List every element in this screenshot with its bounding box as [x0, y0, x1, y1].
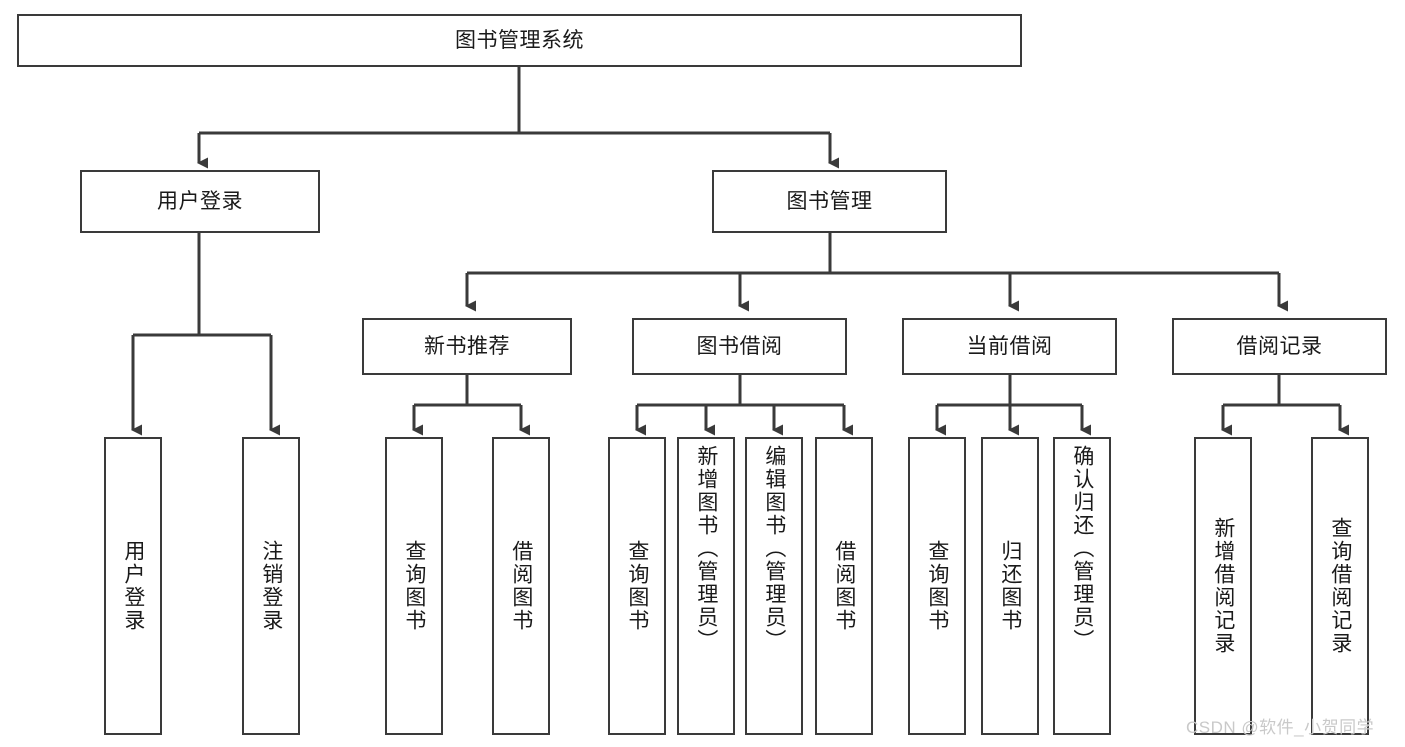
leaf-add-book[interactable]: 新增图书（管理员） [677, 437, 735, 735]
node-current-borrow[interactable]: 当前借阅 [902, 318, 1117, 375]
node-book-borrow[interactable]: 图书借阅 [632, 318, 847, 375]
node-label: 当前借阅 [966, 334, 1053, 358]
node-label: 查询图书 [402, 540, 426, 632]
node-book-manage[interactable]: 图书管理 [712, 170, 947, 233]
leaf-query-borrow-record[interactable]: 查询借阅记录 [1311, 437, 1369, 735]
node-label: 归还图书 [998, 540, 1022, 632]
node-label: 借阅图书 [832, 540, 856, 632]
node-label: 借阅图书 [509, 540, 533, 632]
node-label: 图书管理系统 [455, 28, 584, 52]
leaf-query-book-3[interactable]: 查询图书 [908, 437, 966, 735]
node-user-login[interactable]: 用户登录 [80, 170, 320, 233]
node-label: 用户登录 [157, 189, 243, 213]
csdn-watermark: CSDN @软件_小贺同学 [1186, 718, 1375, 737]
node-new-book-recommend[interactable]: 新书推荐 [362, 318, 572, 375]
node-label: 注销登录 [259, 540, 283, 632]
node-label: 查询图书 [925, 540, 949, 632]
node-label: 新书推荐 [424, 334, 510, 358]
leaf-borrow-book-2[interactable]: 借阅图书 [815, 437, 873, 735]
node-label: 查询图书 [625, 540, 649, 632]
leaf-confirm-return[interactable]: 确认归还（管理员） [1053, 437, 1111, 735]
leaf-query-book-1[interactable]: 查询图书 [385, 437, 443, 735]
node-label: 图书管理 [786, 189, 873, 213]
node-label: 用户登录 [121, 540, 145, 632]
node-label: 确认归还（管理员） [1070, 445, 1094, 652]
node-label: 图书借阅 [696, 334, 783, 358]
leaf-user-login[interactable]: 用户登录 [104, 437, 162, 735]
leaf-edit-book[interactable]: 编辑图书（管理员） [745, 437, 803, 735]
node-label: 借阅记录 [1236, 334, 1323, 358]
leaf-borrow-book-1[interactable]: 借阅图书 [492, 437, 550, 735]
leaf-query-book-2[interactable]: 查询图书 [608, 437, 666, 735]
leaf-logout[interactable]: 注销登录 [242, 437, 300, 735]
node-label: 新增图书（管理员） [694, 445, 718, 652]
node-label: 查询借阅记录 [1328, 517, 1352, 655]
node-label: 新增借阅记录 [1211, 517, 1235, 655]
leaf-add-borrow-record[interactable]: 新增借阅记录 [1194, 437, 1252, 735]
node-system-root[interactable]: 图书管理系统 [17, 14, 1022, 67]
node-borrow-record[interactable]: 借阅记录 [1172, 318, 1387, 375]
node-label: 编辑图书（管理员） [762, 445, 786, 652]
leaf-return-book[interactable]: 归还图书 [981, 437, 1039, 735]
